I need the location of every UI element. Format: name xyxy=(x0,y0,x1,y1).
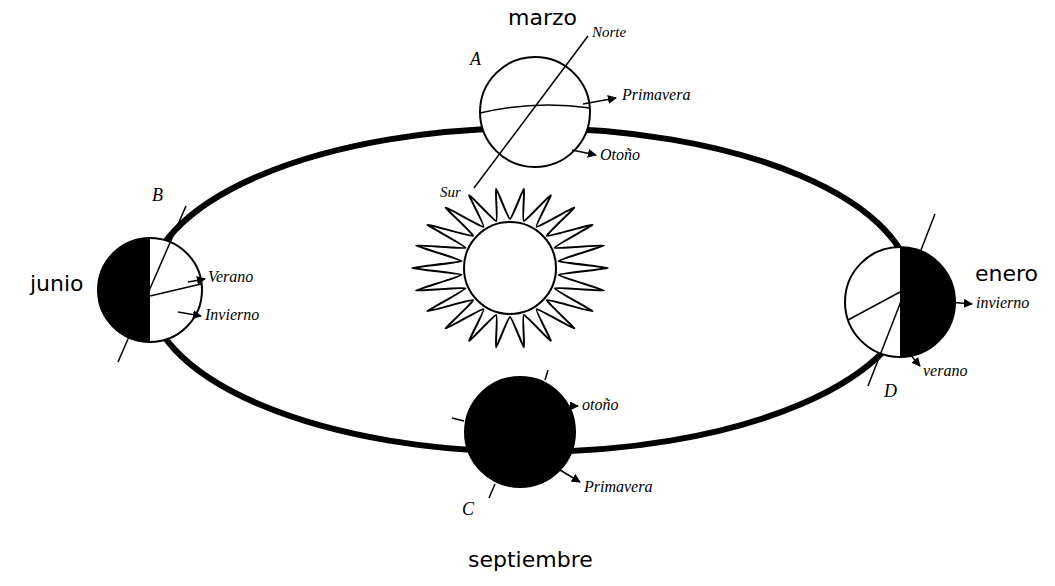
month-label: junio xyxy=(30,272,84,296)
sun-rays xyxy=(412,189,608,347)
month-label: septiembre xyxy=(468,548,593,572)
season-label: Invierno xyxy=(205,306,259,324)
season-label: Primavera xyxy=(584,478,652,496)
season-label: verano xyxy=(923,362,967,380)
sun-symbol xyxy=(412,189,608,347)
season-label: Otoño xyxy=(600,146,640,164)
month-label: marzo xyxy=(508,6,577,30)
earth-d xyxy=(845,214,972,386)
sun-disc xyxy=(464,222,556,314)
earth-a xyxy=(474,36,616,188)
pole-label: Sur xyxy=(440,184,461,201)
season-label: otoño xyxy=(582,396,618,414)
earth-c xyxy=(452,370,580,498)
pole-label: Norte xyxy=(592,24,626,41)
earth-b xyxy=(98,206,205,362)
position-letter: C xyxy=(462,500,474,520)
season-label: invierno xyxy=(976,294,1029,312)
position-letter: B xyxy=(152,186,163,206)
season-label: Primavera xyxy=(622,86,690,104)
month-label: enero xyxy=(975,262,1038,286)
position-letter: D xyxy=(884,382,897,402)
position-letter: A xyxy=(470,50,481,70)
season-label: Verano xyxy=(208,268,253,286)
